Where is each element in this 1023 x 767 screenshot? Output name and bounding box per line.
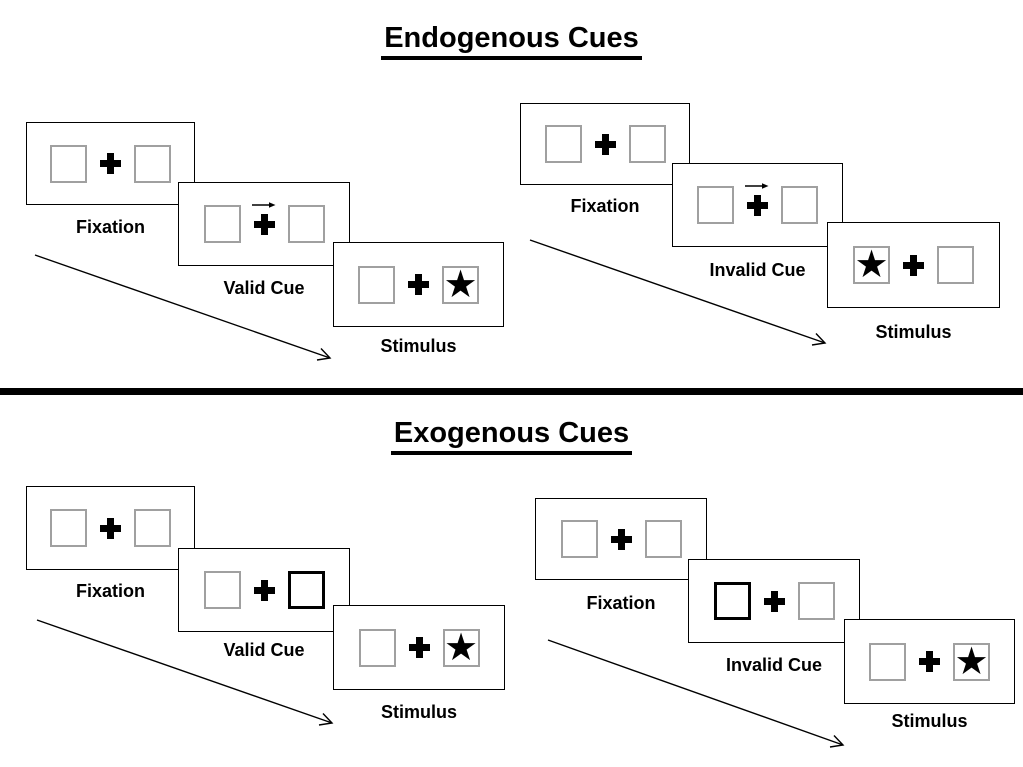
plus-glyph	[253, 213, 275, 235]
cue-screen: ★ ★	[178, 548, 350, 632]
section-title-endogenous: Endogenous Cues	[0, 22, 1023, 61]
left-placeholder-box: ★	[869, 642, 906, 681]
plus-glyph	[594, 133, 616, 155]
left-placeholder-box: ★	[358, 265, 395, 304]
stimulus-screen: ★ ★	[333, 242, 504, 327]
screen-label-cue: Valid Cue	[223, 278, 305, 298]
fixation-screen: ★ ★	[535, 498, 707, 580]
right-placeholder-box: ★	[797, 582, 835, 620]
screen-label-fixation: Fixation	[75, 581, 145, 601]
left-placeholder-box: ★	[713, 582, 751, 620]
plus-glyph	[610, 528, 632, 550]
fixation-cross-icon	[745, 182, 769, 216]
fixation-cross-icon	[594, 133, 616, 155]
fixation-screen: ★ ★	[520, 103, 690, 185]
screen-label-fixation: Fixation	[570, 196, 640, 216]
left-placeholder-box: ★	[697, 186, 734, 224]
fixation-cross-icon	[100, 517, 121, 539]
plus-glyph	[100, 517, 121, 539]
plus-glyph	[919, 651, 940, 672]
star-icon: ★	[954, 638, 989, 683]
right-placeholder-box: ★	[628, 125, 666, 163]
screen-label-fixation: Fixation	[586, 593, 656, 613]
stimulus-screen: ★ ★	[844, 619, 1015, 704]
left-placeholder-box: ★	[560, 520, 598, 558]
cue-screen: ★ ★	[178, 182, 350, 266]
plus-glyph	[253, 579, 275, 601]
right-placeholder-box: ★	[937, 246, 974, 284]
left-placeholder-box: ★	[50, 144, 87, 183]
left-placeholder-box: ★	[358, 628, 396, 667]
plus-glyph	[100, 153, 121, 174]
stimulus-screen: ★ ★	[333, 605, 505, 690]
section-title-text: Endogenous Cues	[381, 22, 642, 61]
left-placeholder-box: ★	[203, 571, 241, 609]
stimulus-screen: ★ ★	[827, 222, 1000, 308]
star-icon: ★	[854, 242, 889, 286]
screen-label-cue: Valid Cue	[223, 640, 305, 660]
fixation-cross-icon	[919, 651, 940, 672]
right-placeholder-box: ★	[134, 144, 171, 183]
plus-glyph	[408, 637, 430, 658]
screen-label-fixation: Fixation	[75, 217, 145, 237]
plus-glyph	[408, 274, 429, 295]
right-placeholder-box: ★	[287, 571, 325, 609]
left-placeholder-box: ★	[544, 125, 582, 163]
section-title-exogenous: Exogenous Cues	[0, 417, 1023, 456]
screen-label-cue: Invalid Cue	[725, 655, 823, 675]
screen-label-cue: Invalid Cue	[709, 260, 806, 280]
star-icon: ★	[443, 624, 479, 669]
section-title-text: Exogenous Cues	[390, 417, 633, 456]
timeline-arrow-icon	[34, 254, 332, 361]
left-placeholder-box: ★	[203, 205, 241, 243]
plus-glyph	[903, 254, 924, 276]
cue-arrow-icon	[745, 182, 769, 189]
screen-label-stimulus: Stimulus	[875, 322, 952, 342]
fixation-cross-icon	[610, 528, 632, 550]
fixation-cross-icon	[763, 590, 785, 612]
right-placeholder-box: ★	[442, 261, 479, 306]
right-placeholder-box: ★	[442, 624, 480, 669]
right-placeholder-box: ★	[953, 638, 990, 683]
fixation-cross-icon	[251, 201, 275, 235]
plus-glyph	[763, 590, 785, 612]
fixation-screen: ★ ★	[26, 122, 195, 205]
fixation-cross-icon	[903, 254, 924, 276]
screen-label-stimulus: Stimulus	[380, 336, 457, 356]
section-divider	[0, 388, 1023, 395]
fixation-cross-icon	[253, 579, 275, 601]
left-placeholder-box: ★	[853, 242, 890, 286]
left-placeholder-box: ★	[50, 509, 87, 547]
right-placeholder-box: ★	[644, 520, 682, 558]
timeline-arrow-icon	[547, 639, 845, 748]
fixation-screen: ★ ★	[26, 486, 195, 570]
fixation-cross-icon	[408, 637, 430, 658]
plus-glyph	[747, 194, 768, 216]
right-placeholder-box: ★	[287, 205, 325, 243]
timeline-arrow-icon	[36, 619, 334, 726]
cue-screen: ★ ★	[688, 559, 860, 643]
cue-arrow-icon	[251, 201, 275, 208]
screen-label-stimulus: Stimulus	[380, 702, 457, 722]
fixation-cross-icon	[100, 153, 121, 174]
right-placeholder-box: ★	[781, 186, 818, 224]
cue-screen: ★ ★	[672, 163, 843, 247]
star-icon: ★	[443, 261, 478, 306]
right-placeholder-box: ★	[134, 509, 171, 547]
fixation-cross-icon	[408, 274, 429, 295]
timeline-arrow-icon	[529, 239, 827, 346]
screen-label-stimulus: Stimulus	[891, 711, 968, 731]
